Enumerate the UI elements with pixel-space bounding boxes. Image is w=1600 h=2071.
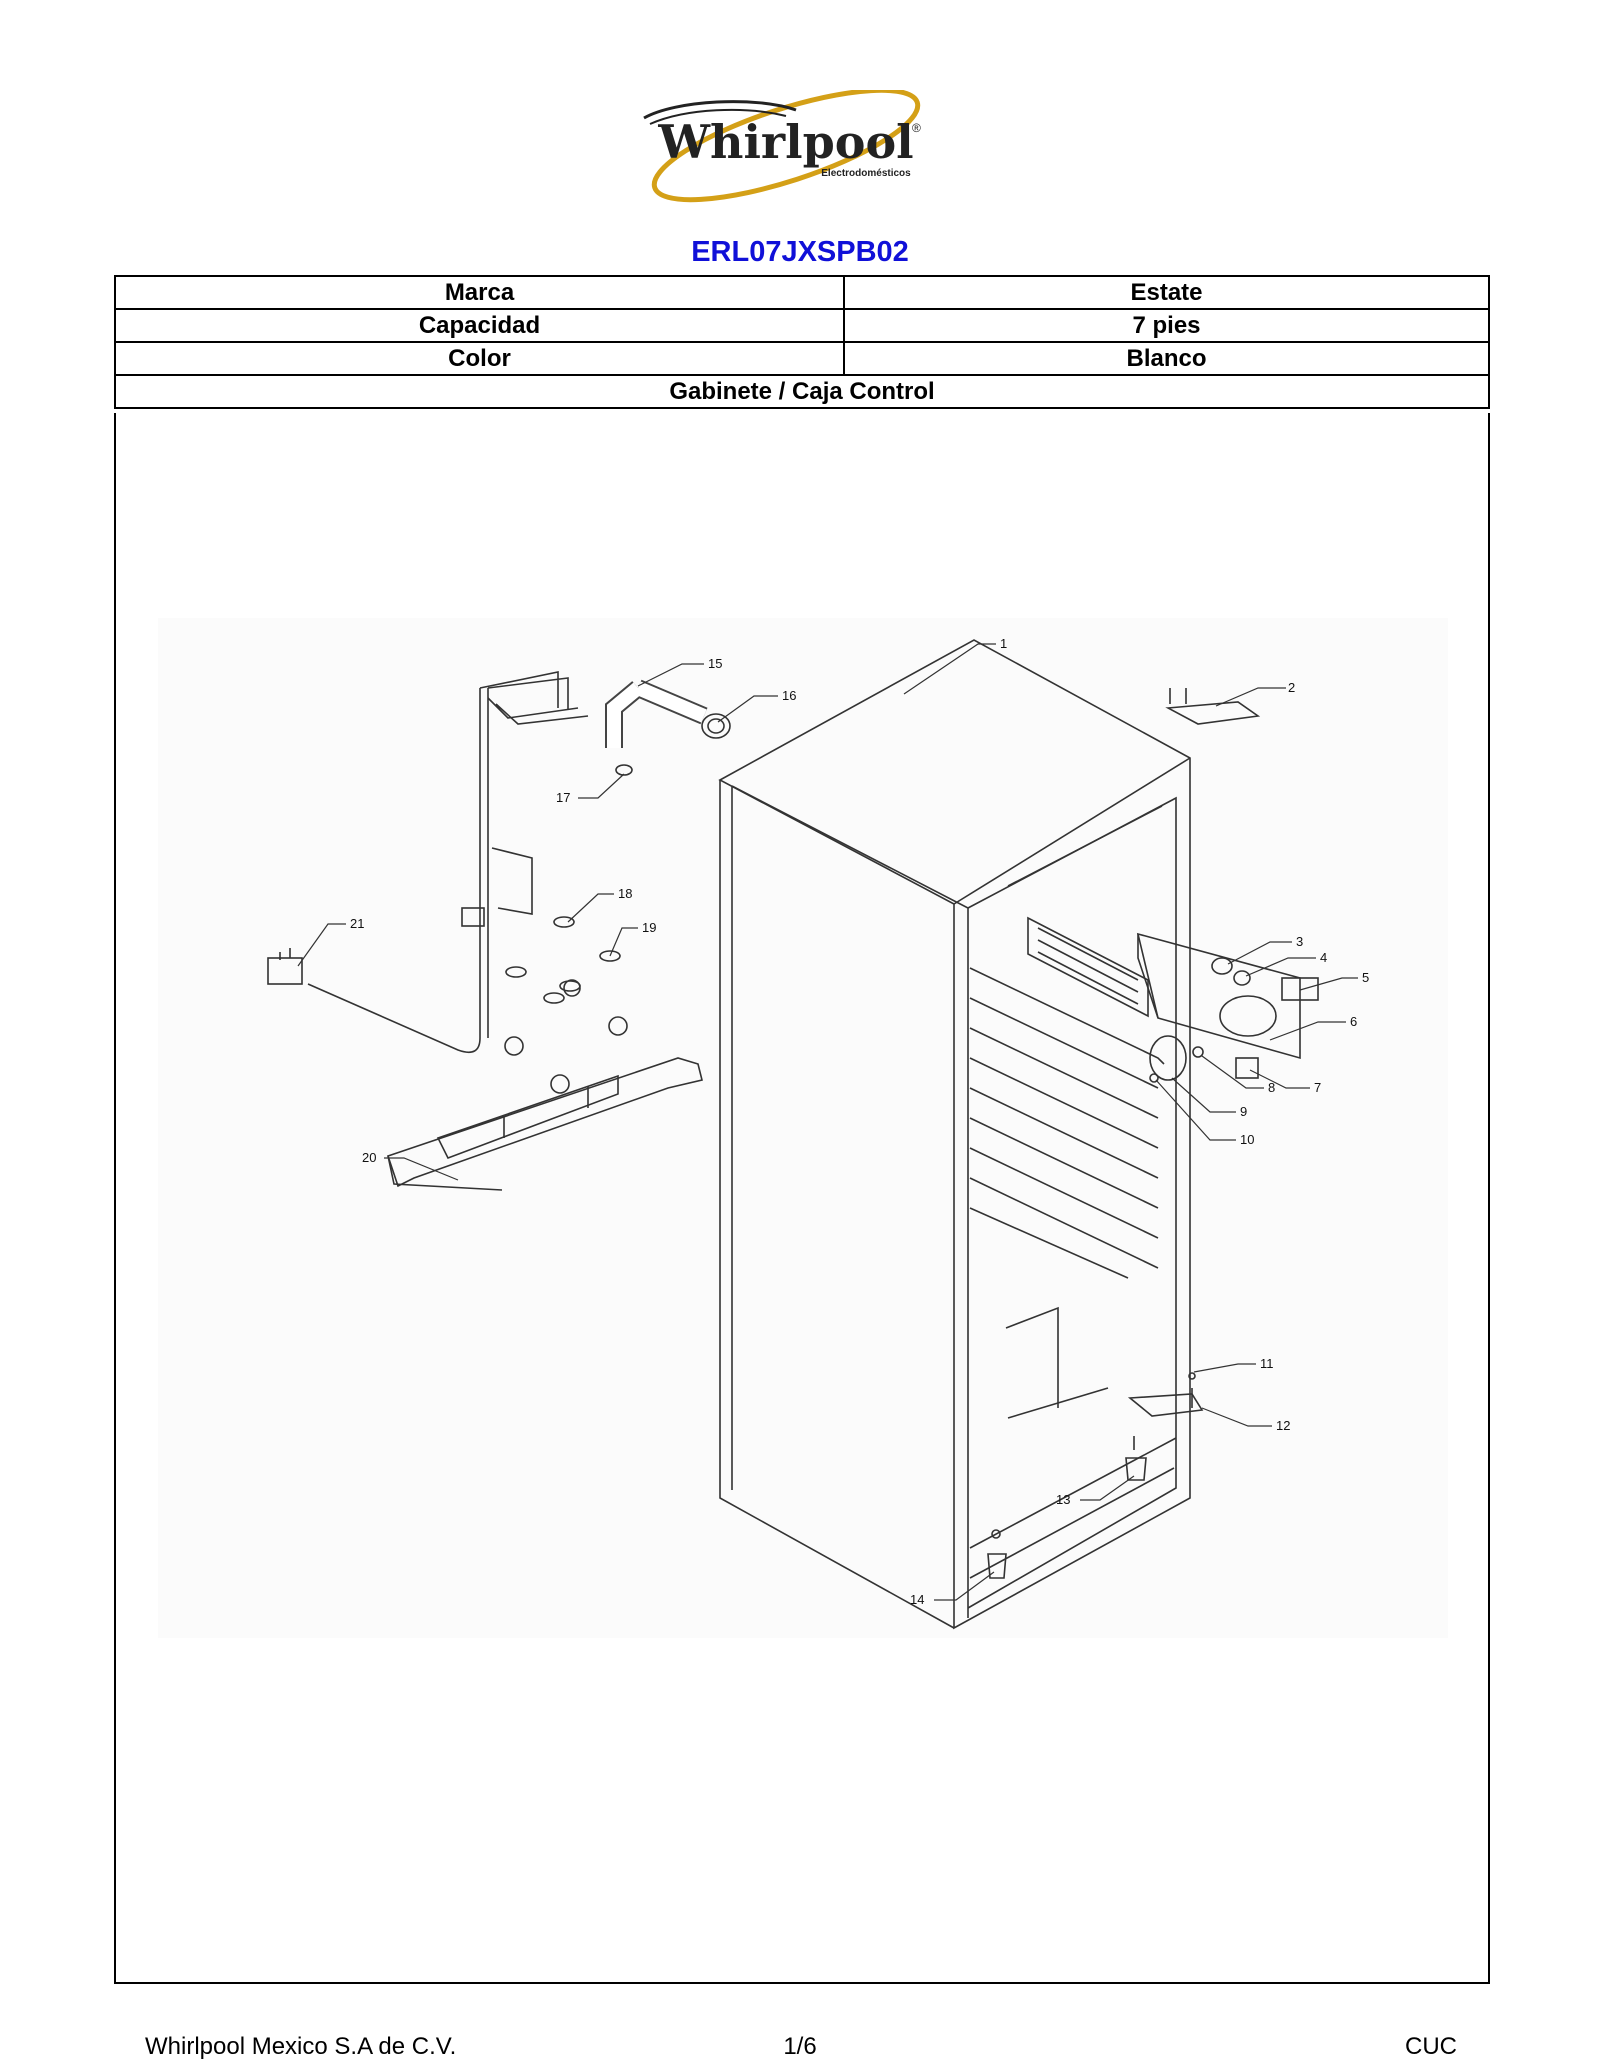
model-number: ERL07JXSPB02 [691,236,909,268]
logo-subtitle: Electrodomésticos [821,168,911,179]
cabinet [718,639,1191,1630]
callout-4: 4 [1320,950,1327,965]
spec-row: Capacidad 7 pies [114,308,1490,343]
wire-harness [267,671,589,1054]
footer-company: Whirlpool Mexico S.A de C.V. [145,2033,457,2060]
spec-row: Marca Estate [114,275,1490,310]
spec-value: Blanco [843,341,1490,376]
spec-table: Marca Estate Capacidad 7 pies Color Blan… [114,275,1490,409]
callout-3: 3 [1296,934,1303,949]
callout-1: 1 [1000,636,1007,651]
callout-11: 11 [1260,1356,1274,1371]
callout-6: 6 [1350,1014,1357,1029]
section-row: Gabinete / Caja Control [114,374,1490,409]
logo-registered: ® [912,121,921,135]
callout-2: 2 [1288,680,1295,695]
spec-value: 7 pies [843,308,1490,343]
callout-12: 12 [1276,1418,1290,1433]
base-plate [386,1057,703,1191]
whirlpool-logo: Whirlpool ® Electrodomésticos [643,90,921,203]
section-title: Gabinete / Caja Control [114,374,1490,409]
spec-value: Estate [843,275,1490,310]
callout-7: 7 [1314,1080,1321,1095]
spec-label: Marca [114,275,845,310]
callout-16: 16 [782,688,796,703]
diagram-frame [114,413,1490,1984]
callout-17: 17 [556,790,570,805]
spec-label: Color [114,341,845,376]
footer-code: CUC [1405,2033,1457,2060]
callout-5: 5 [1362,970,1369,985]
callout-20: 20 [362,1150,376,1165]
callout-10: 10 [1240,1132,1254,1147]
callout-21: 21 [350,916,364,931]
callout-9: 9 [1240,1104,1247,1119]
spec-label: Capacidad [114,308,845,343]
footer-page-number: 1/6 [783,2033,817,2060]
control-box [1136,932,1301,1060]
callout-18: 18 [618,886,632,901]
callout-14: 14 [910,1592,924,1607]
exploded-parts-diagram: 1 2 3 4 5 6 7 8 9 10 11 12 13 14 15 16 1… [158,618,1448,1638]
callout-labels: 1 2 3 4 5 6 7 8 9 10 11 12 13 14 15 16 1… [350,636,1369,1607]
logo-wordmark: Whirlpool [657,115,913,169]
callout-13: 13 [1056,1492,1070,1507]
callout-19: 19 [642,920,656,935]
callout-8: 8 [1268,1080,1275,1095]
callout-15: 15 [708,656,722,671]
spec-row: Color Blanco [114,341,1490,376]
